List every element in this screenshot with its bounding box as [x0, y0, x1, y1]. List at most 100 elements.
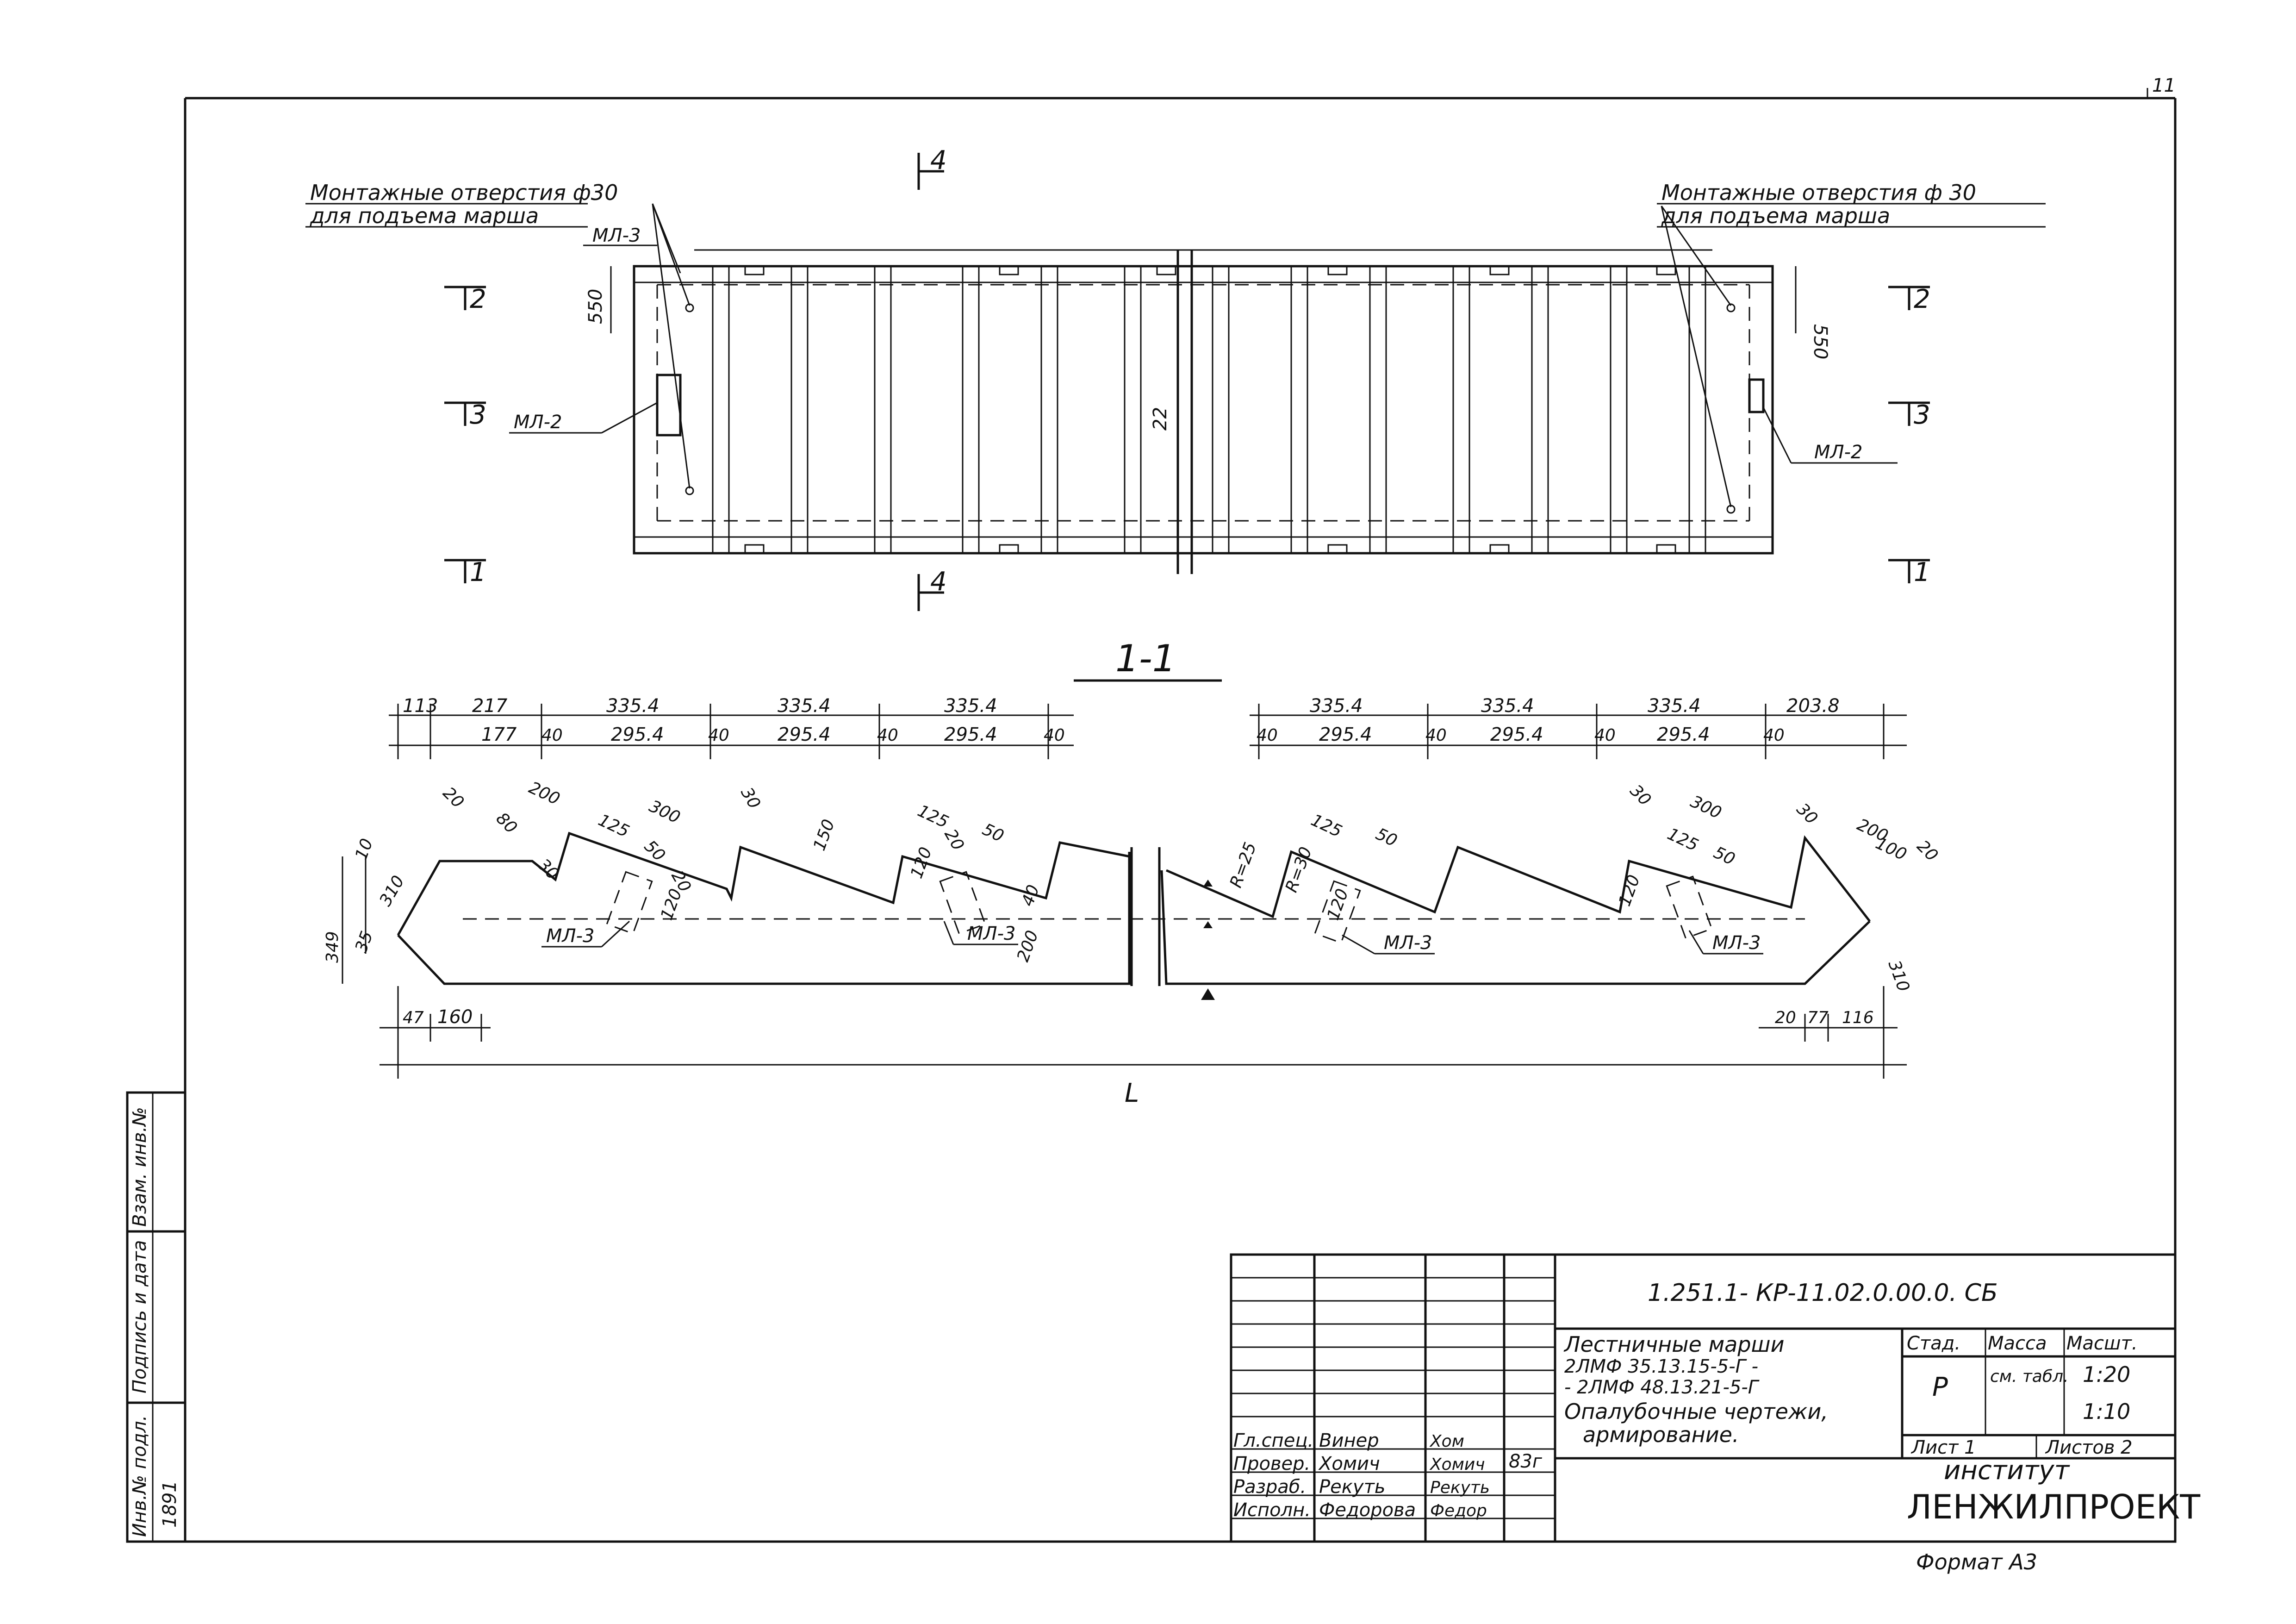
- signature-1: Хом: [1429, 1432, 1464, 1451]
- dim-550-left: 550: [585, 289, 606, 324]
- svg-text:125: 125: [595, 811, 632, 841]
- section-mark-4-top: 4: [930, 145, 947, 175]
- section-mark-3-left: 3: [470, 400, 486, 430]
- dim-bot-2954-c: 295.4: [944, 724, 997, 745]
- section-mark-1-left: 1: [470, 557, 486, 587]
- name-4: Федорова: [1319, 1499, 1416, 1521]
- dim-bot-40-d: 40: [1044, 726, 1065, 745]
- svg-text:125: 125: [1664, 824, 1701, 855]
- stamp-inv-label: Инв.№ подл.: [129, 1415, 150, 1537]
- svg-text:120: 120: [657, 886, 686, 923]
- mount-holes-left-line2: для подъема марша: [310, 203, 539, 228]
- svg-text:30: 30: [1793, 800, 1821, 828]
- length-label: L: [1125, 1078, 1139, 1108]
- dim-bot-r-2954-a: 295.4: [1319, 724, 1372, 745]
- title-line-5: армирование.: [1583, 1422, 1739, 1447]
- svg-text:100: 100: [1873, 834, 1910, 864]
- dim-bot-40-c: 40: [877, 726, 898, 745]
- dim-47: 47: [403, 1008, 424, 1027]
- stamp-replace-label: Взам. инв.№: [129, 1107, 150, 1227]
- ml2-plate-right: [1748, 378, 1765, 413]
- dim-top-3354-c: 335.4: [944, 695, 997, 717]
- right-detail-dims: 125 50 R=25 R=30 120 30 300 125 50 30 20…: [1226, 781, 1941, 994]
- dim-top-217: 217: [472, 695, 508, 717]
- stage-header: Стад.: [1907, 1333, 1960, 1354]
- scale-value-2: 1:10: [2083, 1399, 2130, 1424]
- section-mark-3-right: 3: [1914, 400, 1930, 430]
- name-3: Рекуть: [1319, 1476, 1385, 1498]
- section-mark-2-right: 2: [1914, 284, 1930, 314]
- section-markers-left: [444, 286, 486, 583]
- svg-text:30: 30: [1626, 781, 1655, 809]
- center-mark: 22: [1150, 407, 1171, 431]
- ml3-sec-2: МЛ-3: [967, 923, 1015, 944]
- svg-text:40: 40: [1018, 882, 1043, 909]
- svg-text:300: 300: [646, 797, 683, 827]
- svg-text:80: 80: [492, 809, 521, 837]
- svg-text:125: 125: [915, 801, 952, 832]
- scale-value-1: 1:20: [2083, 1362, 2130, 1387]
- dim-bot-40-b: 40: [708, 726, 729, 745]
- dim-bot-r-40-d: 40: [1763, 726, 1785, 745]
- title-line-2: 2ЛМФ 35.13.15-5-Г -: [1564, 1356, 1758, 1377]
- title-line-4: Опалубочные чертежи,: [1564, 1399, 1828, 1424]
- mount-holes-left-line1: Монтажные отверстия ф30: [310, 180, 618, 205]
- dim-bot-2954-a: 295.4: [611, 724, 664, 745]
- role-2: Провер.: [1233, 1453, 1310, 1474]
- svg-text:150: 150: [810, 817, 839, 853]
- svg-text:10: 10: [352, 836, 377, 862]
- axis-marker-icon: [1203, 880, 1213, 887]
- svg-text:120: 120: [1324, 886, 1352, 923]
- dim-top-r-3354-c: 335.4: [1648, 695, 1701, 717]
- name-2: Хомич: [1318, 1453, 1380, 1474]
- organization-name: ЛЕНЖИЛПРОЕКТ: [1907, 1487, 2201, 1526]
- title-line-1: Лестничные марши: [1563, 1332, 1785, 1357]
- role-1: Гл.спец.: [1233, 1430, 1313, 1451]
- ml3-sec-1: МЛ-3: [546, 925, 594, 947]
- svg-text:30: 30: [737, 784, 764, 812]
- section-mark-4-bottom: 4: [930, 567, 947, 597]
- svg-text:349: 349: [323, 931, 342, 963]
- dim-550-right: 550: [1810, 324, 1831, 359]
- sheet-corner-number: 11: [2152, 75, 2176, 96]
- svg-text:20: 20: [439, 783, 467, 812]
- left-detail-dims: 20 80 200 125 300 30 150 125 50 20 50 30…: [323, 778, 1043, 964]
- dim-bot-r-40-a: 40: [1257, 726, 1278, 745]
- svg-text:20: 20: [940, 826, 967, 854]
- stamp-sign-label: Подпись и дата: [129, 1240, 150, 1393]
- side-stamp: [126, 1091, 187, 1543]
- dim-116: 116: [1842, 1008, 1874, 1027]
- mount-holes-right-line2: для подъема марша: [1661, 203, 1890, 228]
- section-4-markers: [917, 153, 944, 611]
- ml2-plate-left: [656, 374, 682, 437]
- signature-2: Хомич: [1429, 1455, 1485, 1474]
- signature-4: Федор: [1430, 1501, 1487, 1520]
- section-mark-1-right: 1: [1914, 557, 1930, 587]
- svg-text:50: 50: [1711, 843, 1738, 869]
- name-1: Винер: [1319, 1430, 1379, 1451]
- svg-text:200: 200: [1014, 928, 1042, 964]
- dim-bot-r-2954-c: 295.4: [1657, 724, 1710, 745]
- ml2-label-right: МЛ-2: [1814, 442, 1862, 463]
- dim-160: 160: [437, 1006, 473, 1028]
- svg-text:310: 310: [1885, 958, 1913, 994]
- stamp-number: 1891: [159, 1480, 180, 1528]
- role-4: Исполн.: [1233, 1499, 1311, 1521]
- title-line-3: - 2ЛМФ 48.13.21-5-Г: [1564, 1377, 1760, 1398]
- svg-text:200: 200: [526, 778, 563, 809]
- dim-bot-177: 177: [481, 724, 517, 745]
- stage-value: Р: [1932, 1372, 1948, 1402]
- svg-text:30: 30: [534, 855, 562, 883]
- dim-bot-r-2954-b: 295.4: [1490, 724, 1543, 745]
- mass-header: Масса: [1988, 1333, 2047, 1354]
- format-label: Формат А3: [1916, 1549, 2037, 1574]
- section-mark-2-left: 2: [470, 284, 486, 314]
- svg-text:50: 50: [979, 820, 1007, 846]
- year-label: 83г: [1509, 1451, 1543, 1472]
- svg-text:50: 50: [1373, 824, 1400, 851]
- dim-bot-40-a: 40: [541, 726, 563, 745]
- svg-text:300: 300: [1687, 792, 1724, 823]
- plan-view: [305, 153, 2046, 611]
- document-code: 1.251.1- КР-11.02.0.00.0. СБ: [1648, 1279, 1998, 1307]
